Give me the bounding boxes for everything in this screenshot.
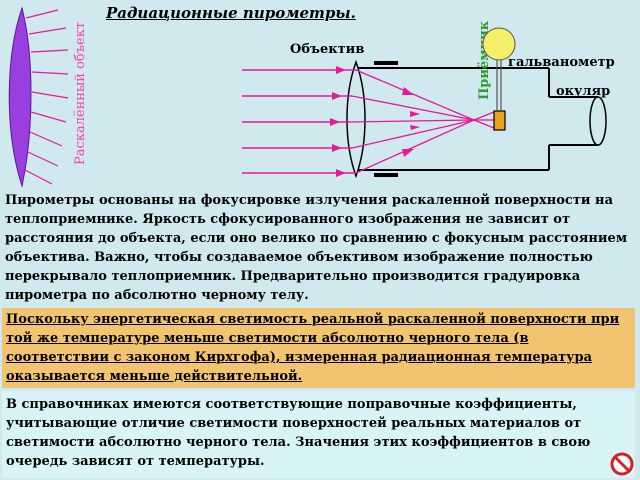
galvanometer-icon xyxy=(482,27,516,61)
eyepiece-label: окуляр xyxy=(556,84,610,99)
focused-arrowheads xyxy=(402,87,420,157)
emitted-rays xyxy=(24,9,69,185)
object-label: Раскалённый объект xyxy=(73,22,88,165)
focused-rays xyxy=(349,69,496,174)
no-sign-icon[interactable] xyxy=(610,452,634,476)
paragraph-corrections: В справочниках имеются соответствующие п… xyxy=(2,391,635,478)
paragraph-principle: Пирометры основаны на фокусировке излуче… xyxy=(5,193,628,303)
incoming-arrowheads xyxy=(330,66,346,177)
hot-object xyxy=(8,6,32,188)
objective-lens xyxy=(346,59,366,179)
paragraph-kirchhoff: Поскольку энергетическая светимость реал… xyxy=(2,308,635,388)
incoming-rays xyxy=(242,69,356,174)
page-title: Радиационные пирометры. xyxy=(106,4,356,22)
eyepiece-lens xyxy=(589,96,607,146)
receiver-element xyxy=(493,110,506,131)
pyrometer-body xyxy=(357,61,598,177)
objective-label: Объектив xyxy=(290,42,364,57)
pyrometer-diagram: Раскалённый объект Объектив xyxy=(8,6,615,188)
galvanometer-label: гальванометр xyxy=(508,55,615,70)
